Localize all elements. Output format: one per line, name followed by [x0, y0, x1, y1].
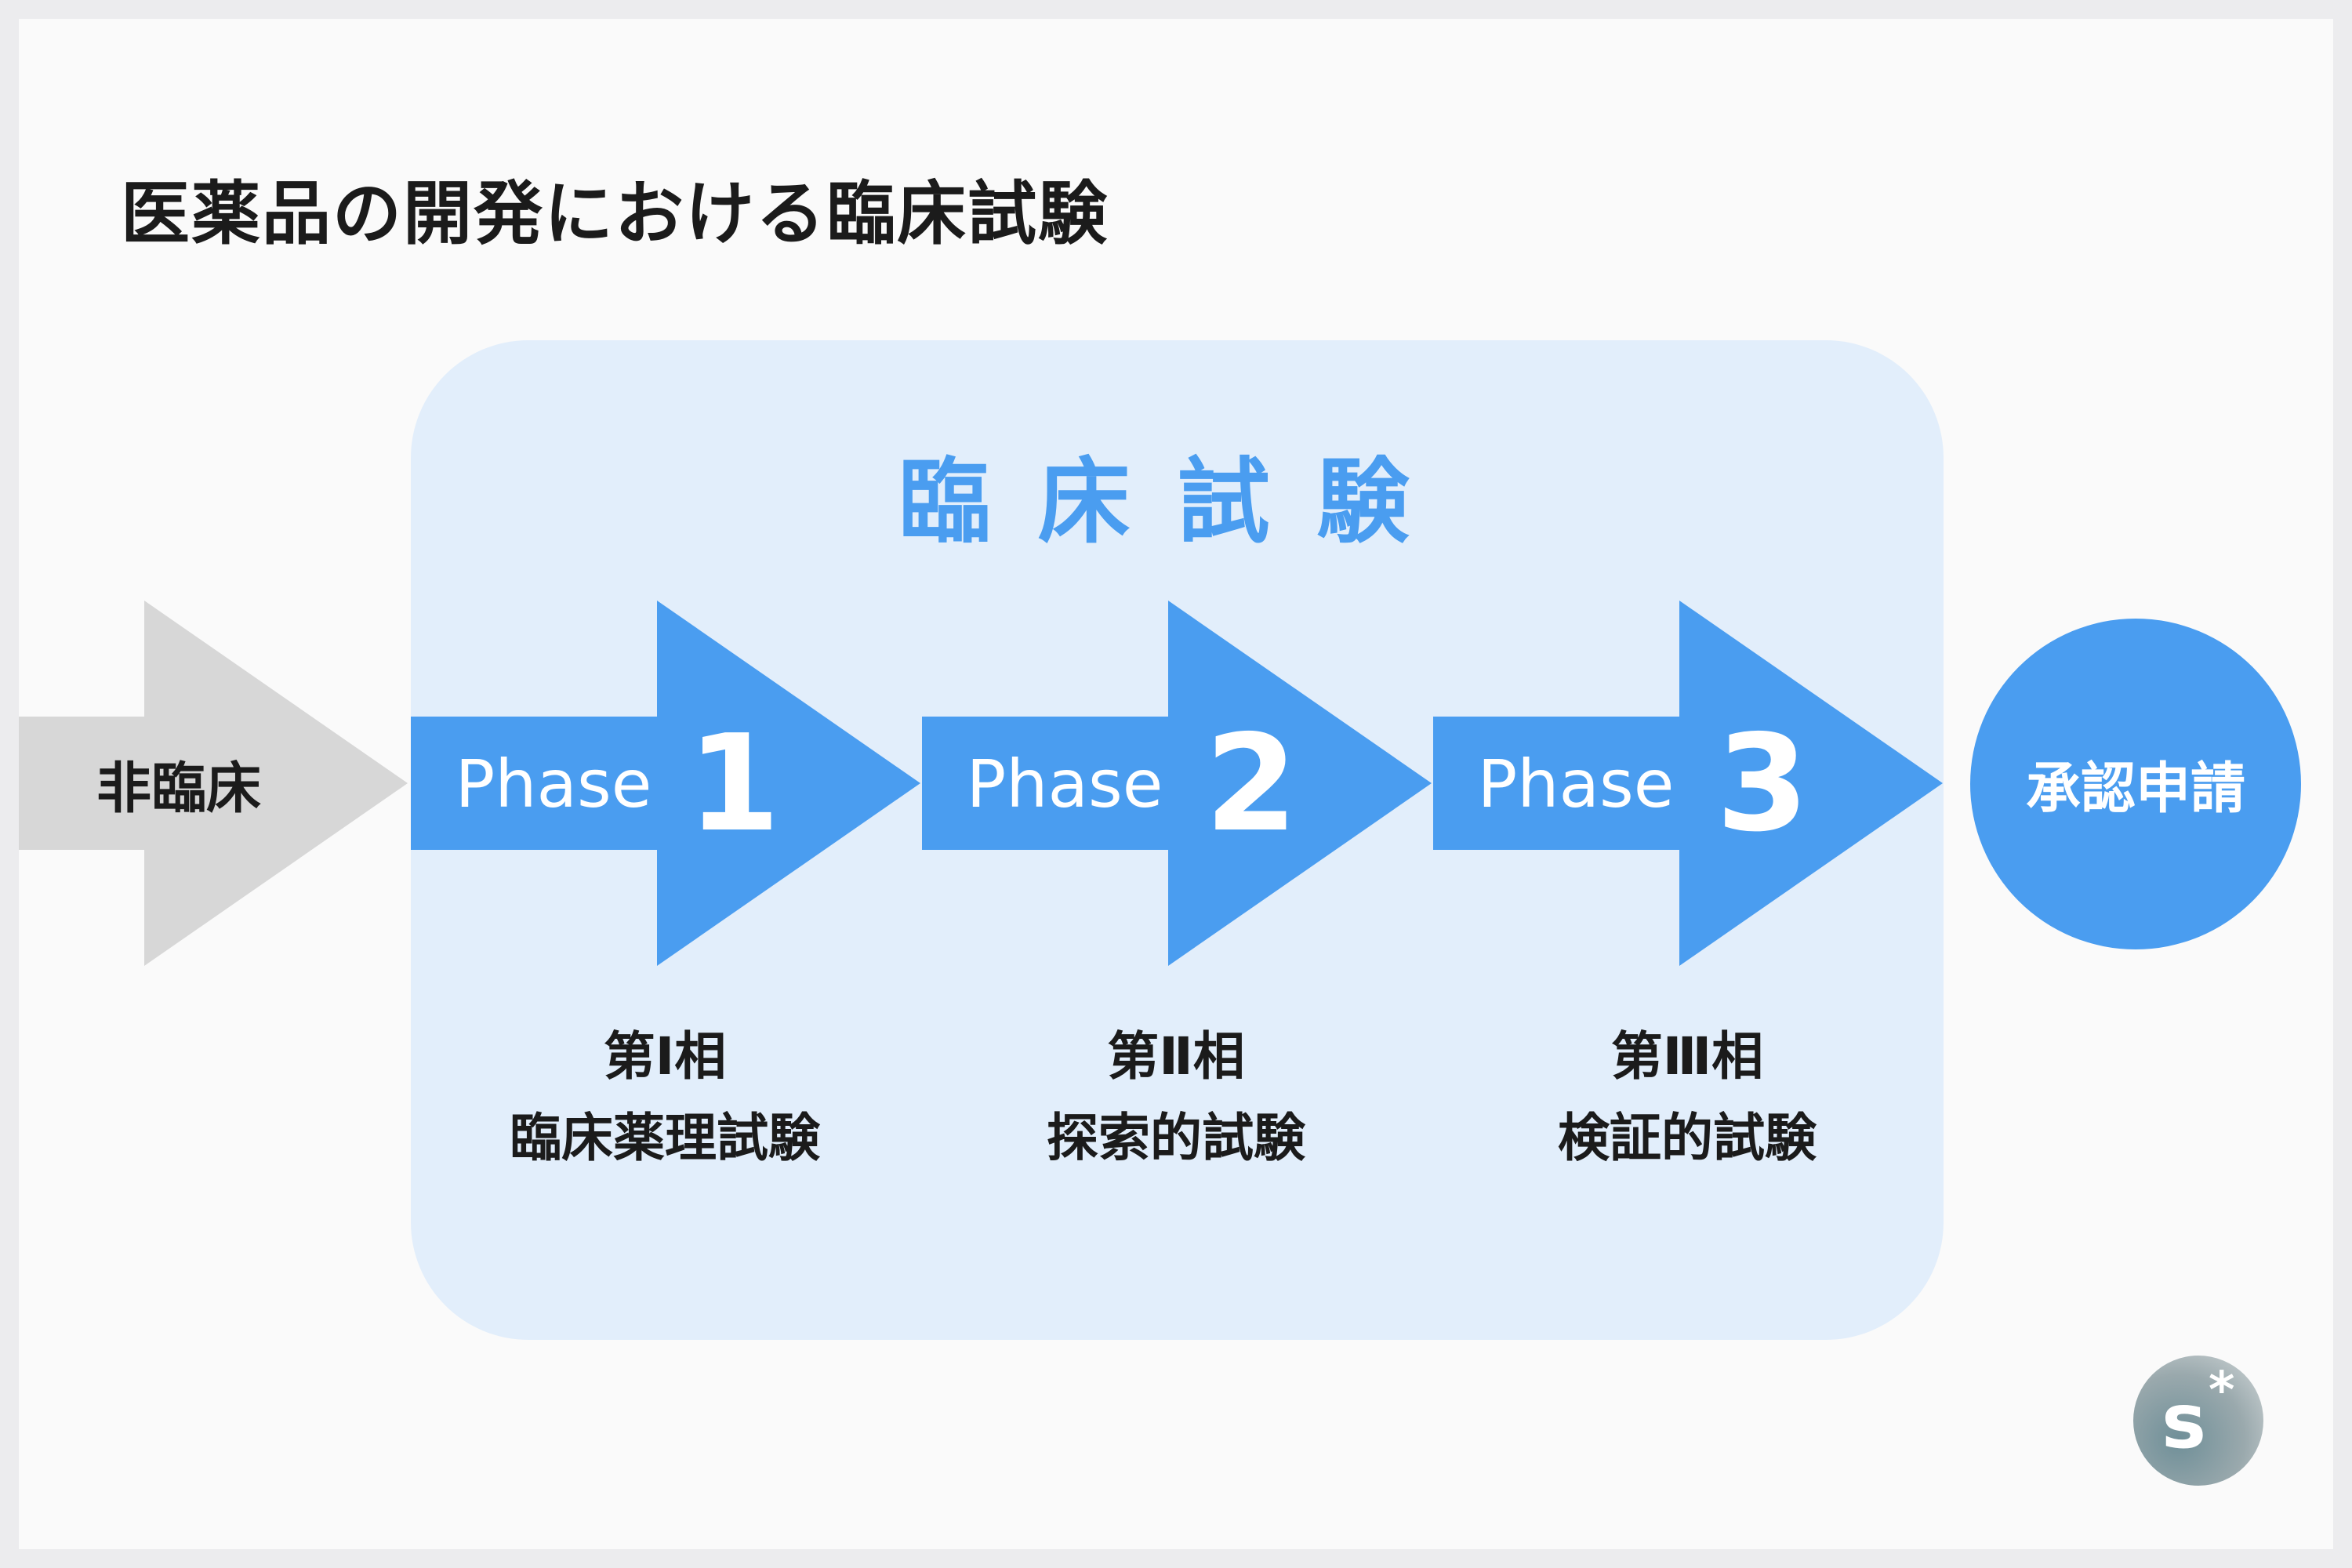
phase-1-number: 1 — [687, 706, 781, 862]
phase-2-word: Phase — [966, 746, 1163, 822]
phase-3-desc-line1: 第Ⅲ相 — [1610, 1026, 1764, 1087]
brand-logo: s * — [2133, 1356, 2263, 1486]
phase-1-desc-line2: 臨床薬理試験 — [510, 1108, 820, 1168]
page-title: 医薬品の開発における臨床試験 — [121, 173, 1109, 254]
phase-2-desc-line1: 第Ⅱ相 — [1107, 1026, 1245, 1087]
diagram-canvas: 医薬品の開発における臨床試験 臨床試験 非臨床 Phase 1 Phase 2 … — [19, 19, 2333, 1549]
approval-circle — [1970, 619, 2301, 949]
phase-2-desc-line2: 探索的試験 — [1047, 1108, 1305, 1168]
logo-star-icon: * — [2209, 1362, 2235, 1420]
flow-arrows — [19, 601, 2301, 966]
nonclinical-label: 非臨床 — [96, 756, 261, 821]
clinical-trial-heading: 臨床試験 — [898, 448, 1457, 556]
approval-label: 承認申請 — [2026, 756, 2245, 821]
phase-3-word: Phase — [1477, 746, 1675, 822]
phase-2-number: 2 — [1204, 706, 1298, 862]
phase-1-description: 第Ⅰ相 臨床薬理試験 — [461, 1016, 869, 1179]
phase-2-description: 第Ⅱ相 探索的試験 — [972, 1016, 1380, 1179]
phase-3-arrow — [1433, 601, 1943, 966]
phase-1-word: Phase — [455, 746, 652, 822]
phase-1-arrow — [411, 601, 920, 966]
logo-s-glyph: s — [2161, 1377, 2207, 1465]
nonclinical-arrow — [19, 601, 408, 966]
phase-1-desc-line1: 第Ⅰ相 — [603, 1026, 727, 1087]
phase-3-desc-line2: 検証的試験 — [1558, 1108, 1817, 1168]
phase-3-number: 3 — [1715, 706, 1809, 862]
phase-2-arrow — [922, 601, 1432, 966]
phase-3-description: 第Ⅲ相 検証的試験 — [1483, 1016, 1891, 1179]
